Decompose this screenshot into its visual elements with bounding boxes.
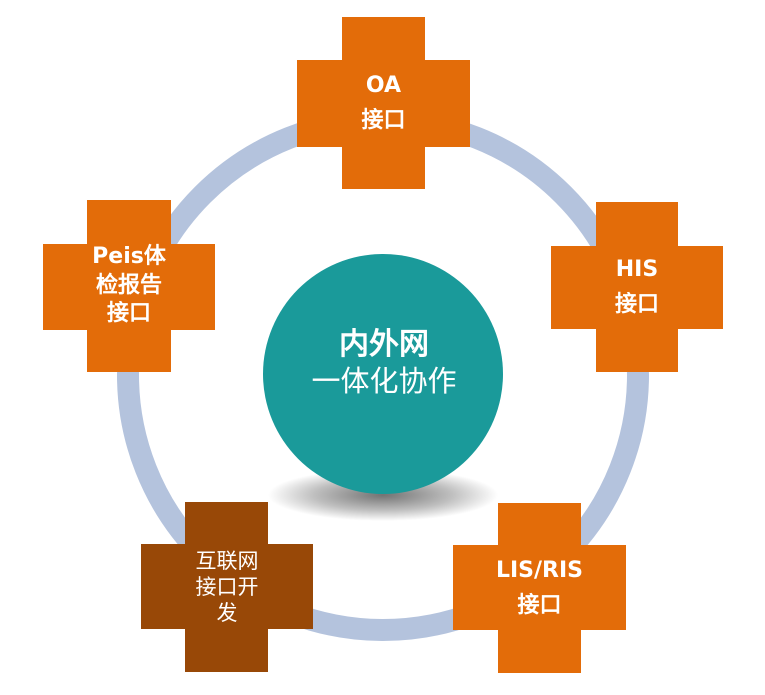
cross-horizontal-bar xyxy=(453,545,626,630)
hub-title: 内外网 xyxy=(339,326,429,362)
node-label-line: 接口 xyxy=(106,301,151,327)
node-label-line: 发 xyxy=(216,601,238,626)
his-interface-label: HIS 接口 xyxy=(551,202,723,372)
node-label-line: 接口 xyxy=(361,108,406,133)
lis-ris-interface-node: LIS/RIS 接口 xyxy=(453,503,626,673)
node-label-line: OA xyxy=(365,72,402,98)
node-label-line: Peis体 xyxy=(92,244,166,270)
hub-shadow xyxy=(268,469,498,521)
hub-subtitle: 一体化协作 xyxy=(311,363,457,398)
cross-horizontal-bar xyxy=(43,244,215,330)
cross-horizontal-bar xyxy=(551,246,723,329)
cross-horizontal-bar xyxy=(141,544,313,629)
node-label-line: 接口开 xyxy=(195,574,259,599)
cross-horizontal-bar xyxy=(297,60,470,147)
internet-interface-label: 互联网 接口开 发 xyxy=(141,502,313,672)
internet-interface-node: 互联网 接口开 发 xyxy=(141,502,313,672)
node-label-line: 互联网 xyxy=(195,548,259,573)
lis-ris-interface-label: LIS/RIS 接口 xyxy=(453,503,626,673)
oa-interface-node: OA 接口 xyxy=(297,17,470,189)
hub-circle xyxy=(263,254,503,494)
node-label-line: LIS/RIS xyxy=(495,557,584,583)
his-interface-node: HIS 接口 xyxy=(551,202,723,372)
node-label-line: HIS xyxy=(615,256,659,282)
peis-report-interface-label: Peis体 检报告 接口 xyxy=(43,200,215,372)
node-label-line: 接口 xyxy=(614,292,659,317)
hub-label: 内外网 一体化协作 xyxy=(268,318,500,408)
node-label-line: 接口 xyxy=(517,593,562,618)
peis-report-interface-node: Peis体 检报告 接口 xyxy=(43,200,215,372)
oa-interface-label: OA 接口 xyxy=(297,17,470,189)
node-label-line: 检报告 xyxy=(95,272,162,298)
